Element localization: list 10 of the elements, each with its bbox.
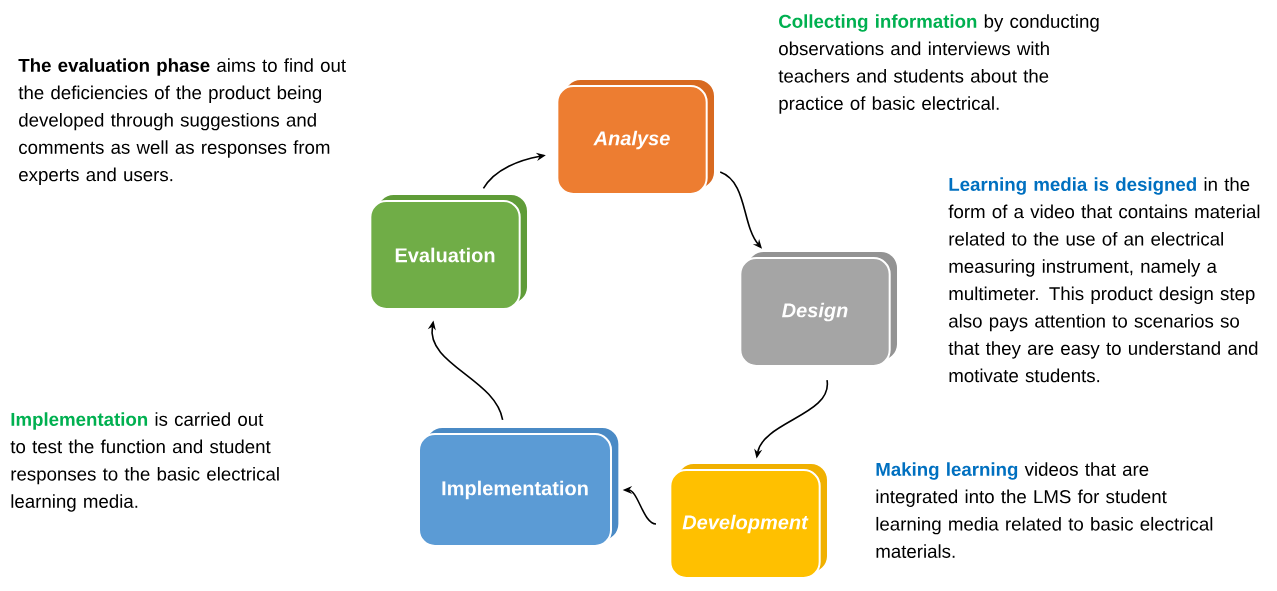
phase-box: Analyse	[556, 80, 714, 195]
description-text: Collecting information by conducting observations and interviews with teachers and students about the practice of basic electrical.	[778, 14, 1099, 114]
phase-box: Design	[739, 252, 897, 367]
description-text: The evaluation phase aims to find out the deficiencies of the product being developed through suggestions and comments as well as responses from experts and users.	[18, 58, 346, 185]
phase-box: Evaluation	[369, 195, 527, 310]
description-text: Learning media is designed in the form of a video that contains material related to the use of an electrical measuring instrument, namely a multimeter. This product design step also pays attention to scenarios so that they are easy to understand and motivate students.	[948, 177, 1260, 383]
phase-box: Implementation	[418, 428, 619, 547]
phase-box: Development	[669, 464, 827, 579]
description-text: Making learning videos that are integrated into the LMS for student learning media related to basic electrical materials.	[876, 462, 1213, 558]
description-text: Implementation is carried out to test the function and student responses to the basic electrical learning media.	[10, 412, 279, 512]
